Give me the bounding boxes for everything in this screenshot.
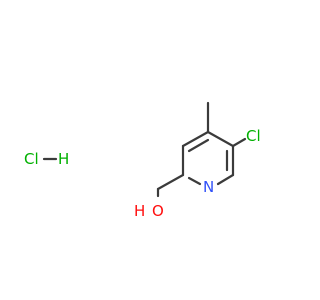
bond-ring-c2-c3-inner [187,138,210,153]
atom-oxygen-hydroxyl: O [152,202,164,220]
bond-ring-to-ch2 [156,173,185,191]
bond-ring-c3-c4 [206,130,235,148]
bond-ring-c2-c3 [181,130,210,148]
atom-chlorine-ring: Cl [246,127,261,145]
bond-ring-c6-n1 [187,176,202,186]
atom-nitrogen-ring: N [203,178,214,196]
molecule-drawing: Cl N O H Cl H [24,101,261,220]
atom-hydrogen-hydroxyl: H [134,202,145,220]
atom-hydrogen-salt: H [58,150,69,168]
structure-canvas: Cl N O H Cl H [24,101,261,220]
bond-ring-c5-c6 [216,173,235,186]
atom-chlorine-salt: Cl [24,150,39,168]
bond-chloro [231,137,247,148]
